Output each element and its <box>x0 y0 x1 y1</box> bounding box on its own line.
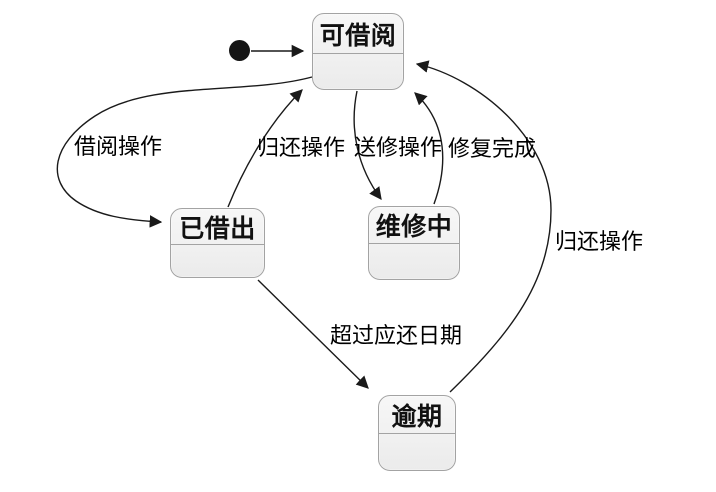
state-borrowed: 已借出 <box>170 208 265 278</box>
edge-overdue-to-available <box>415 60 552 393</box>
state-borrowed-title: 已借出 <box>171 209 264 245</box>
edge-available-to-borrowed <box>56 76 313 228</box>
edge-label-borrow-operation: 借阅操作 <box>74 134 163 159</box>
edge-label-return-operation-overdue: 归还操作 <box>555 229 644 254</box>
edge-borrowed-to-overdue <box>257 279 369 389</box>
edge-label-send-repair-operation: 送修操作 <box>354 135 443 160</box>
state-repairing: 维修中 <box>368 206 460 280</box>
state-overdue-title: 逾期 <box>379 396 455 434</box>
state-repairing-title: 维修中 <box>369 207 459 244</box>
edge-available-to-repairing <box>353 90 382 201</box>
edge-label-past-due-date: 超过应还日期 <box>330 323 463 348</box>
edge-label-repair-complete: 修复完成 <box>448 136 537 161</box>
state-available-title: 可借阅 <box>313 14 403 54</box>
state-overdue: 逾期 <box>378 395 456 471</box>
edge-repairing-to-available <box>414 92 444 205</box>
edge-borrowed-to-available <box>227 89 303 208</box>
initial-state-dot <box>229 40 250 61</box>
state-available: 可借阅 <box>312 13 404 90</box>
edge-label-return-operation-borrowed: 归还操作 <box>257 135 346 160</box>
